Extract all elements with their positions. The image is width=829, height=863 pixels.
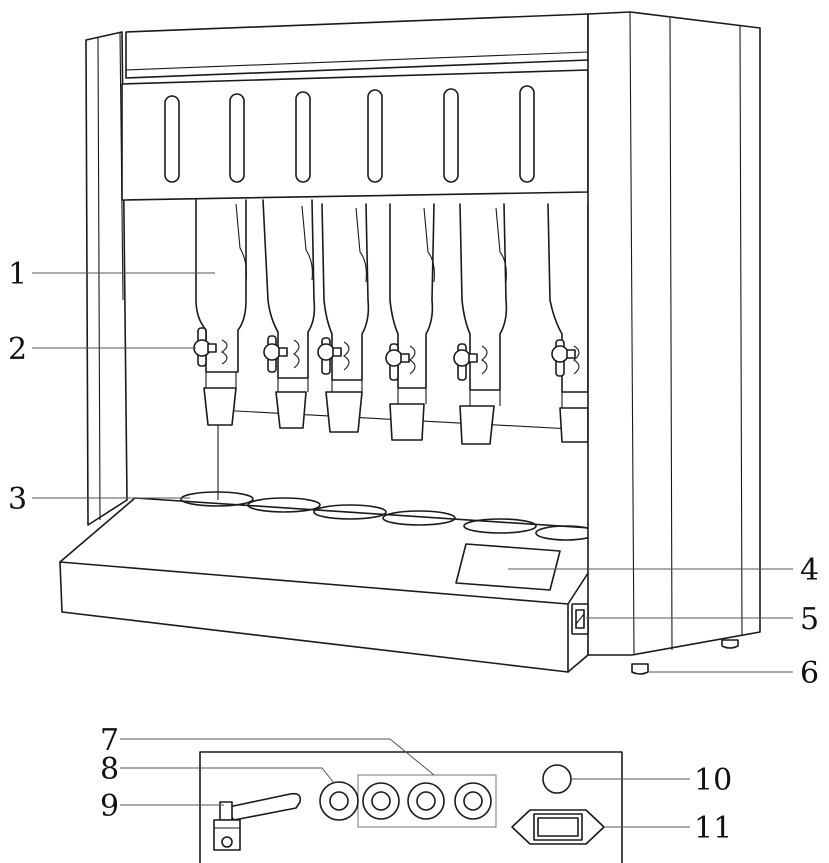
fuse-holder: [542, 764, 572, 794]
top-frame: [125, 13, 589, 79]
extraction-tube: [547, 203, 589, 443]
power-inlet-socket: [511, 809, 605, 845]
leader-lines: [32, 272, 793, 828]
left-post: [85, 31, 128, 526]
extraction-tubes: [195, 199, 589, 445]
extraction-tube: [195, 199, 247, 426]
callout-4: 4: [800, 553, 819, 588]
callout-6: 6: [800, 656, 819, 691]
extraction-tube: [389, 203, 435, 441]
single-port: [319, 781, 359, 821]
port-group: [362, 782, 492, 820]
stopcock-valve: [385, 343, 410, 381]
callout-9: 9: [100, 789, 119, 824]
callout-1: 1: [8, 257, 27, 292]
callout-7: 7: [100, 723, 119, 758]
extraction-tube: [321, 203, 370, 433]
callout-2: 2: [8, 332, 27, 367]
extraction-tube: [459, 203, 508, 445]
heating-wells: [180, 491, 597, 541]
callout-labels: 1 2 3 4 5 6 7 8 9 10 11: [8, 257, 819, 846]
stopcocks: [193, 327, 576, 381]
stopcock-valve: [317, 337, 342, 375]
condenser-panel: [121, 69, 589, 201]
main-unit: [59, 11, 761, 675]
callout-11: 11: [694, 811, 732, 846]
rear-panel: [199, 751, 623, 863]
right-column: [587, 11, 761, 656]
stopcock-valve: [193, 327, 217, 367]
display-panel: [455, 543, 561, 591]
stopcock-valve: [453, 343, 478, 381]
extraction-tube: [262, 199, 316, 429]
callout-8: 8: [100, 752, 119, 787]
callout-10: 10: [694, 763, 732, 798]
callout-3: 3: [8, 482, 27, 517]
power-switch: [571, 603, 589, 635]
callout-5: 5: [800, 602, 819, 637]
stopcock-valve: [551, 339, 576, 377]
support-feet: [631, 639, 739, 675]
drain-valve: [213, 792, 302, 851]
stopcock-valve: [263, 335, 288, 373]
